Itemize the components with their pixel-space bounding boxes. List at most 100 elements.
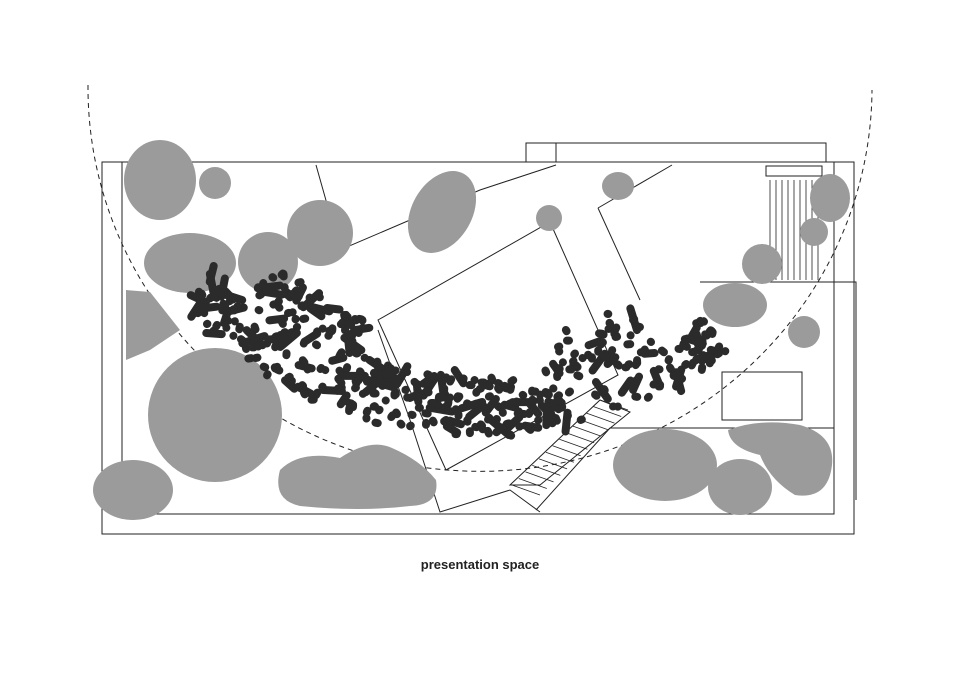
- dashed-arc-boundary: [87, 84, 873, 472]
- tree: [742, 244, 782, 284]
- seating-piece: [259, 362, 270, 372]
- seating-piece: [507, 398, 517, 407]
- tree: [124, 140, 196, 220]
- seating-piece: [423, 370, 433, 379]
- seating-piece: [518, 390, 528, 400]
- seating-piece: [364, 375, 374, 385]
- seating-piece: [358, 316, 367, 325]
- seating-piece: [321, 366, 330, 375]
- seating-piece: [219, 299, 230, 310]
- seating-piece: [613, 360, 623, 370]
- seating-piece: [276, 328, 301, 351]
- stair-tread: [518, 478, 547, 489]
- seating-piece: [603, 353, 620, 368]
- seating-piece: [483, 381, 494, 391]
- seating-piece: [299, 359, 309, 370]
- seating-piece: [186, 291, 210, 307]
- seating-piece: [271, 362, 282, 373]
- seating-piece: [657, 346, 668, 357]
- stair-tread: [538, 458, 568, 470]
- seating-piece: [312, 388, 322, 400]
- seating-piece: [187, 299, 204, 321]
- seating-piece: [254, 305, 264, 315]
- bench: [765, 165, 823, 177]
- seating-piece: [340, 333, 366, 355]
- seating-piece: [481, 395, 500, 417]
- seating-piece: [528, 395, 537, 406]
- entrance-wall: [525, 142, 827, 162]
- seating-piece: [640, 345, 650, 355]
- partition-south: [377, 329, 541, 513]
- stair-tread: [511, 484, 541, 496]
- seating-piece: [694, 337, 703, 346]
- seating-pieces: [186, 261, 730, 440]
- tree: [536, 205, 562, 231]
- seating-piece: [229, 305, 239, 315]
- seating-piece: [714, 342, 724, 352]
- stair-tread: [572, 425, 602, 437]
- seating-piece: [654, 380, 665, 391]
- seating-piece: [513, 407, 523, 418]
- seating-piece: [354, 374, 364, 385]
- seating-piece: [423, 386, 432, 395]
- seating-piece: [528, 386, 537, 396]
- seating-piece: [318, 382, 327, 392]
- seating-piece: [355, 367, 365, 377]
- seating-piece: [291, 314, 300, 324]
- tree: [788, 316, 820, 348]
- seating-piece: [672, 368, 686, 396]
- seating-piece: [323, 303, 344, 314]
- tree: [810, 174, 850, 222]
- seating-piece: [268, 273, 278, 282]
- seating-piece: [561, 408, 572, 436]
- seating-piece: [721, 347, 730, 356]
- tree: [287, 200, 353, 266]
- large-tree: [148, 348, 282, 482]
- seating-piece: [284, 372, 294, 382]
- seating-piece: [216, 289, 247, 305]
- seating-piece: [599, 330, 608, 339]
- seating-piece: [299, 289, 324, 312]
- seating-piece: [541, 366, 551, 377]
- seating-piece: [599, 352, 611, 363]
- seating-piece: [288, 308, 297, 317]
- seating-piece: [414, 403, 424, 412]
- seating-piece: [554, 342, 564, 351]
- seating-piece: [537, 401, 561, 425]
- seating-piece: [453, 392, 463, 402]
- seating-piece: [643, 392, 653, 402]
- stair-tread: [566, 432, 595, 444]
- seating-piece: [611, 323, 621, 334]
- east-room: [700, 281, 857, 500]
- seating-piece: [681, 359, 691, 369]
- seating-piece: [562, 336, 574, 345]
- seating-piece: [603, 309, 613, 318]
- seating-piece: [229, 331, 238, 340]
- seating-piece: [300, 329, 322, 346]
- seating-piece: [646, 337, 656, 346]
- shrub: [407, 171, 477, 253]
- tree: [199, 167, 231, 199]
- seating-piece: [565, 365, 576, 374]
- stair-tread: [525, 471, 554, 483]
- seating-piece: [437, 393, 446, 402]
- seating-piece: [544, 397, 554, 408]
- staircase: [508, 399, 631, 486]
- seating-piece: [401, 385, 410, 394]
- seating-piece: [536, 390, 545, 399]
- shrub: [613, 429, 717, 501]
- seating-piece: [287, 290, 296, 299]
- seating-piece: [507, 376, 518, 386]
- seating-piece: [498, 408, 507, 417]
- seating-piece: [443, 393, 455, 403]
- seating-piece: [396, 419, 406, 429]
- seating-piece: [342, 363, 352, 373]
- seating-piece: [475, 384, 485, 393]
- seating-piece: [348, 400, 358, 412]
- seating-piece: [341, 394, 350, 405]
- seating-piece: [403, 393, 412, 402]
- seating-piece: [525, 399, 543, 418]
- seating-piece: [594, 346, 603, 356]
- seating-piece: [362, 413, 371, 423]
- seating-piece: [576, 415, 586, 424]
